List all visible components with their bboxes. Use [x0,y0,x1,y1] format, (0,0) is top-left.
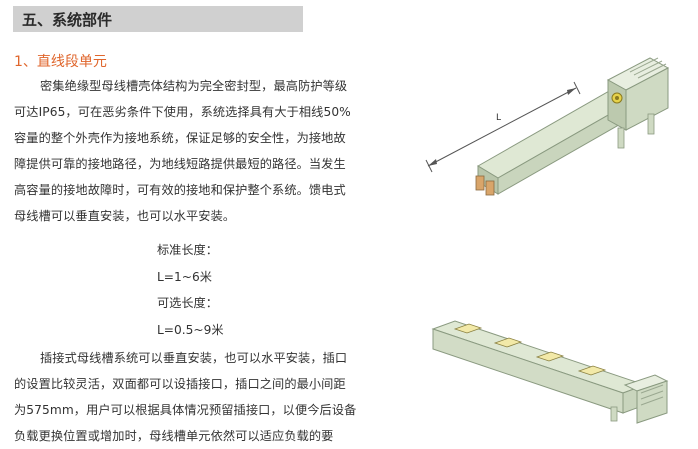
section-title: 五、系统部件 [22,11,113,29]
paragraph-plugin: 插接式母线槽系统可以垂直安装，也可以水平安装，插口 的设置比较灵活，双面都可以设… [14,345,394,449]
subheading: 1、直线段单元 [14,54,107,70]
plug-in-busway-figure [425,315,675,435]
text-line: 容量的整个外壳作为接地系统，保证足够的安全性，为接地故 [14,131,346,145]
standard-length-value: L=1~6米 [157,269,212,284]
text-line: 障提供可靠的接地路径，为地线短路提供最短的路径。当发生 [14,157,346,171]
text-line: 负载更换位置或增加时，母线槽单元依然可以适应负载的要 [14,429,334,443]
optional-length-value: L=0.5~9米 [157,322,224,337]
text-line: 为575mm，用户可以根据具体情况预留插接口，以便今后设备 [14,403,357,417]
optional-length-label: 可选长度： [157,296,218,310]
standard-length-label: 标准长度： [157,243,218,257]
plug-in-busway-drawing [431,320,669,424]
section-header: 五、系统部件 [13,6,303,32]
text-line: 母线槽可以垂直安装，也可以水平安装。 [14,209,236,223]
dimension-label: L [496,113,501,123]
length-spec: 标准长度： L=1~6米 可选长度： L=0.5~9米 [157,237,224,343]
text-line: 密集绝缘型母线槽壳体结构为完全密封型，最高防护等级 [40,79,348,93]
text-line: 高容量的接地故障时，可有效的接地和保护整个系统。馈电式 [14,183,346,197]
text-line: 的设置比较灵活，双面都可以设插接口，插口之间的最小间距 [14,377,346,391]
text-line: 插接式母线槽系统可以垂直安装，也可以水平安装，插口 [40,351,348,365]
busway-straight-section-drawing: L [425,57,670,196]
busway-straight-section-figure: L [418,48,673,208]
paragraph-description: 密集绝缘型母线槽壳体结构为完全密封型，最高防护等级 可达IP65，可在恶劣条件下… [14,73,394,229]
text-line: 可达IP65，可在恶劣条件下使用，系统选择具有大于相线50% [14,105,351,119]
